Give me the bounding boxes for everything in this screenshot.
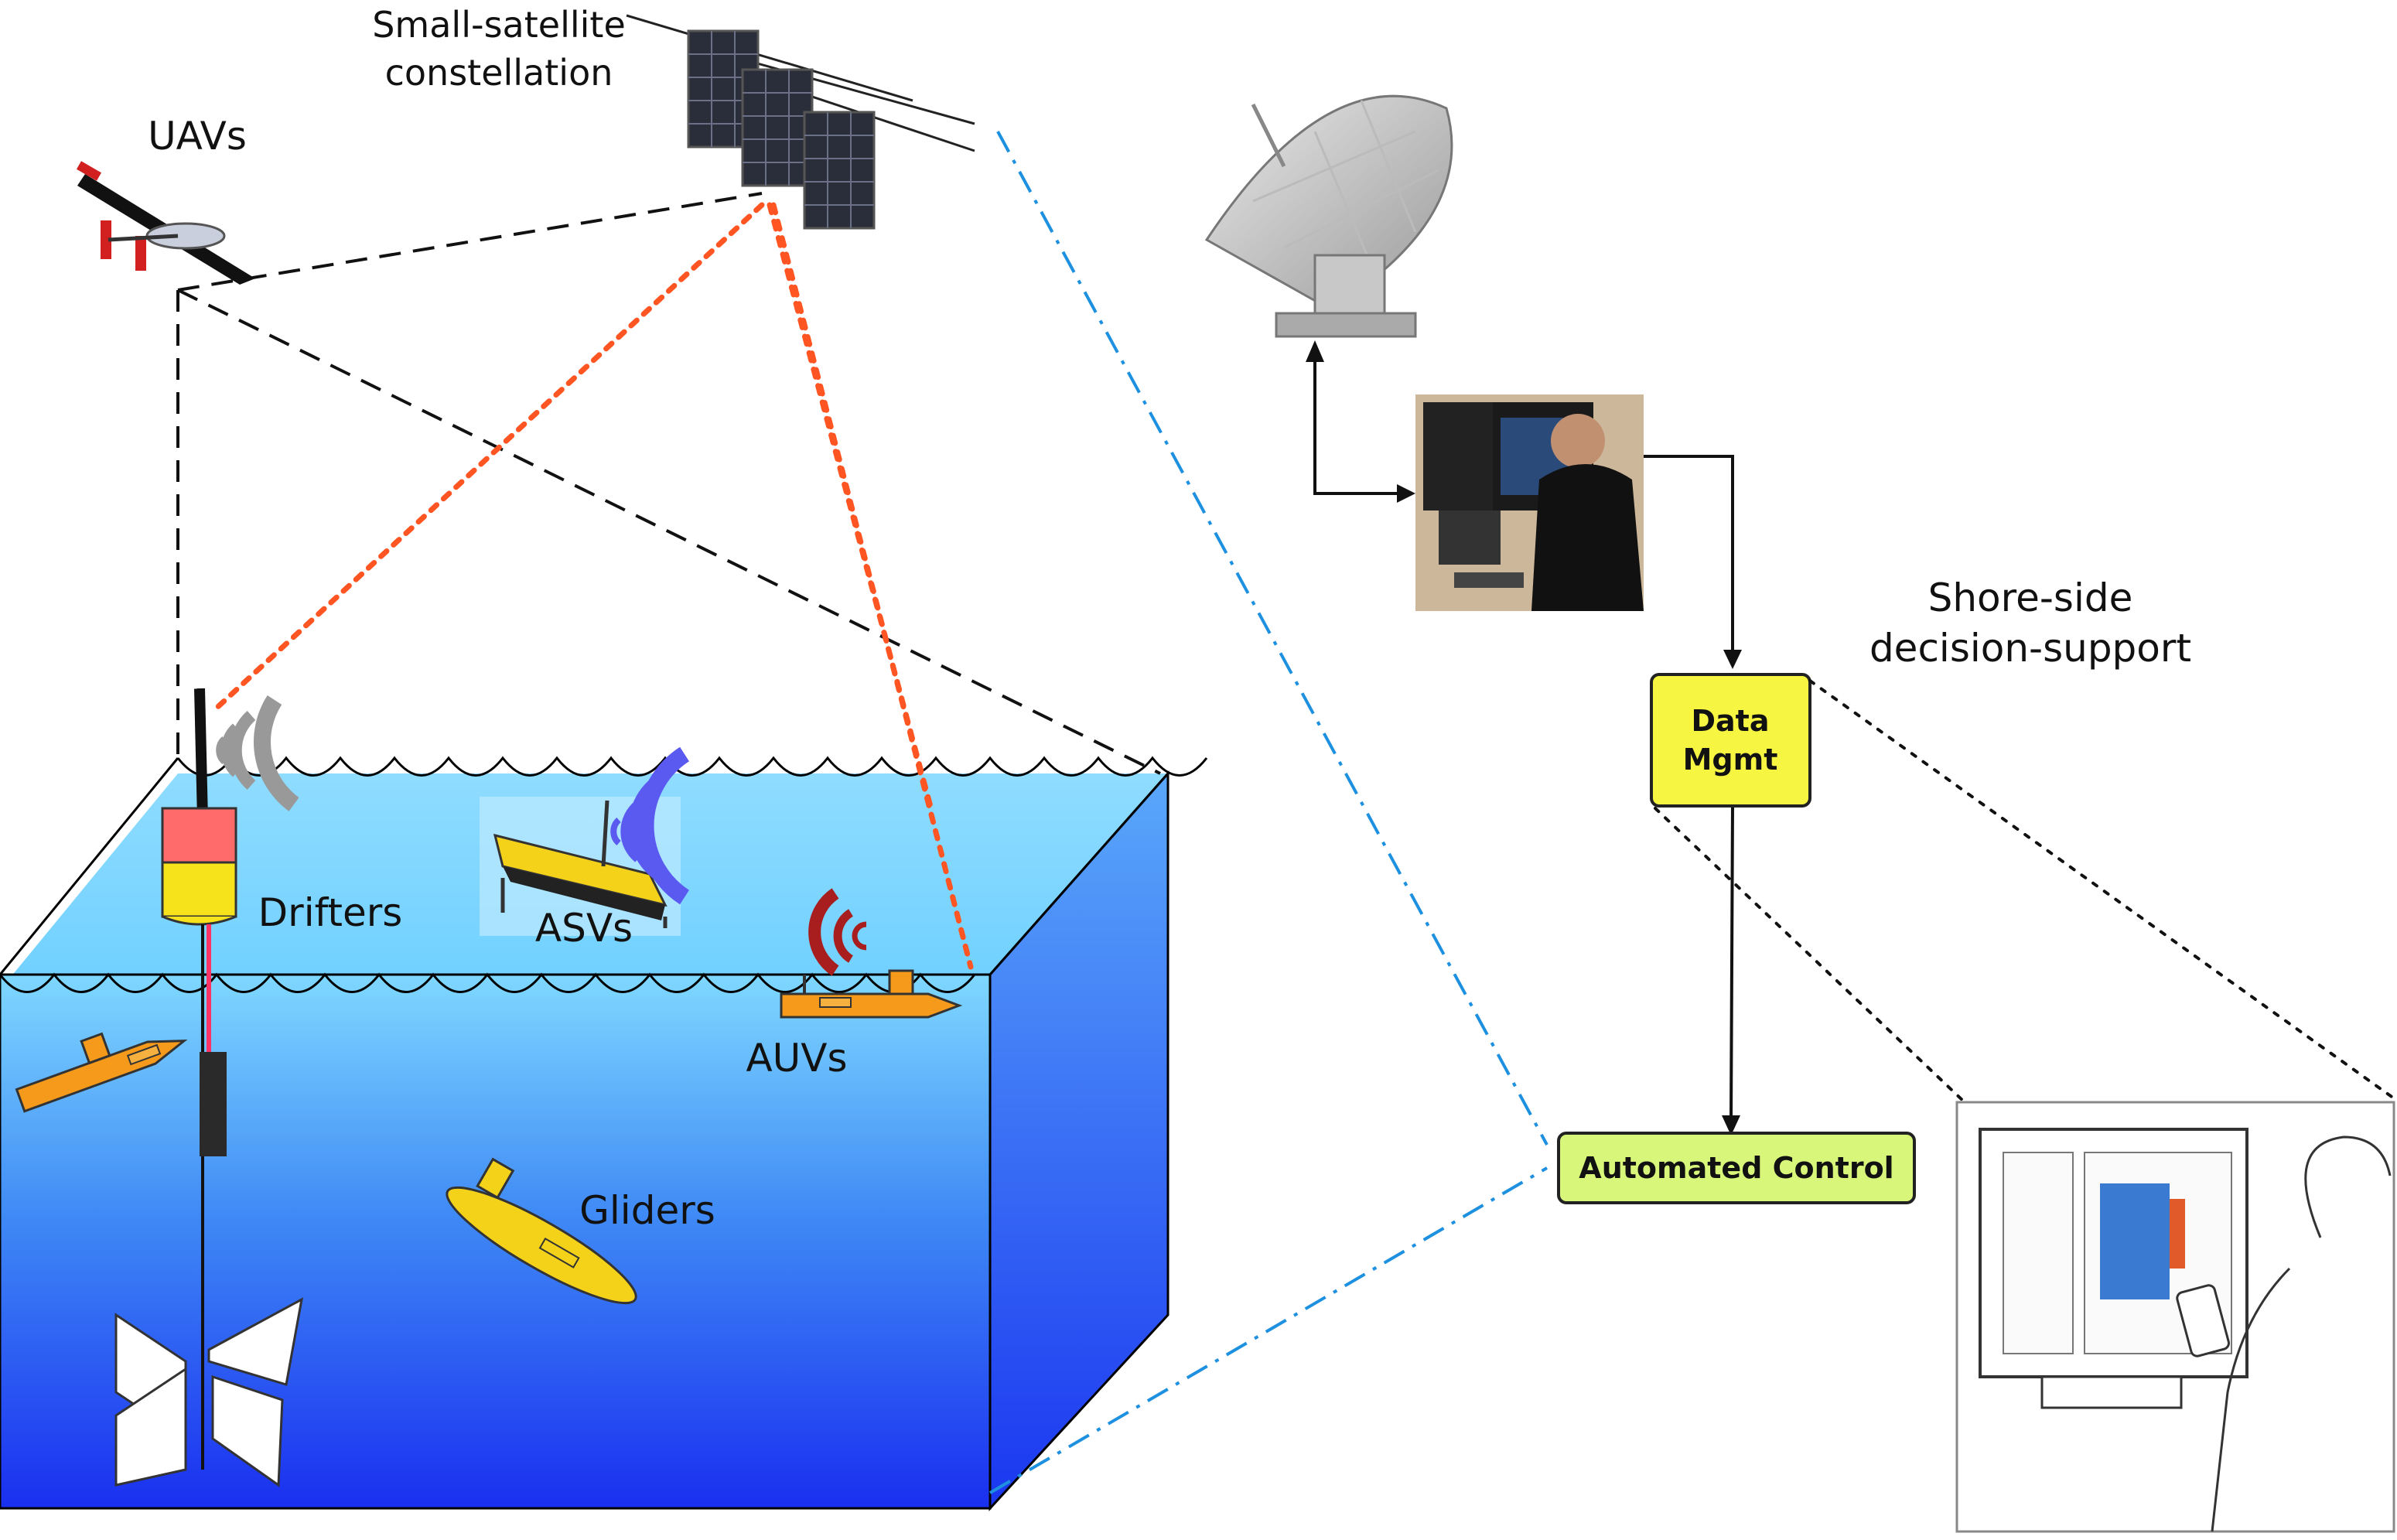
- uavs-label: UAVs: [148, 114, 247, 159]
- data-mgmt-label-line2: Mgmt: [1683, 743, 1778, 777]
- auv-underwater-icon: [15, 1032, 188, 1113]
- satellites-label-line1: Small-satellite: [372, 4, 626, 46]
- asv-signal-icon: [610, 746, 690, 905]
- labels: Small-satellite constellation UAVs Drift…: [148, 4, 2191, 1233]
- satellite-links: [210, 202, 974, 970]
- automated-control-label: Automated Control: [1579, 1151, 1893, 1185]
- ocean-front-wave: [0, 972, 976, 993]
- drifter-icon: [114, 688, 304, 1487]
- data-mgmt-label-line1: Data: [1692, 704, 1770, 738]
- auv-icon: [780, 969, 963, 1019]
- shore-side-label-line2: decision-support: [1869, 626, 2191, 671]
- ocean-back-wave: [176, 756, 1208, 777]
- arrowheads: [1306, 340, 1742, 1135]
- drifter-signal-icon: [216, 695, 299, 811]
- shore-side-label-line1: Shore-side: [1928, 575, 2133, 620]
- automated-control-box: Automated Control: [1557, 1132, 1916, 1204]
- uav-links: [176, 192, 1161, 775]
- uav-icon: [77, 161, 255, 285]
- asvs-label: ASVs: [535, 906, 633, 951]
- operator-photo-icon: [1415, 394, 1644, 611]
- auv-signal-icon: [808, 888, 867, 976]
- gliders-label: Gliders: [579, 1188, 715, 1233]
- drifters-label: Drifters: [258, 890, 403, 935]
- decision-support-sketch-icon: [1955, 1101, 2395, 1533]
- radio-dish-icon: [1204, 94, 1453, 338]
- satellites-label-line2: constellation: [385, 52, 613, 94]
- auvs-label: AUVs: [746, 1036, 847, 1081]
- shore-arrows: [1313, 356, 1734, 1121]
- data-mgmt-box: Data Mgmt: [1650, 673, 1811, 808]
- zoom-lines: [989, 131, 1548, 1494]
- decision-support-links: [1654, 679, 2395, 1104]
- satellite-icon: [626, 14, 975, 230]
- glider-icon: [446, 1157, 637, 1305]
